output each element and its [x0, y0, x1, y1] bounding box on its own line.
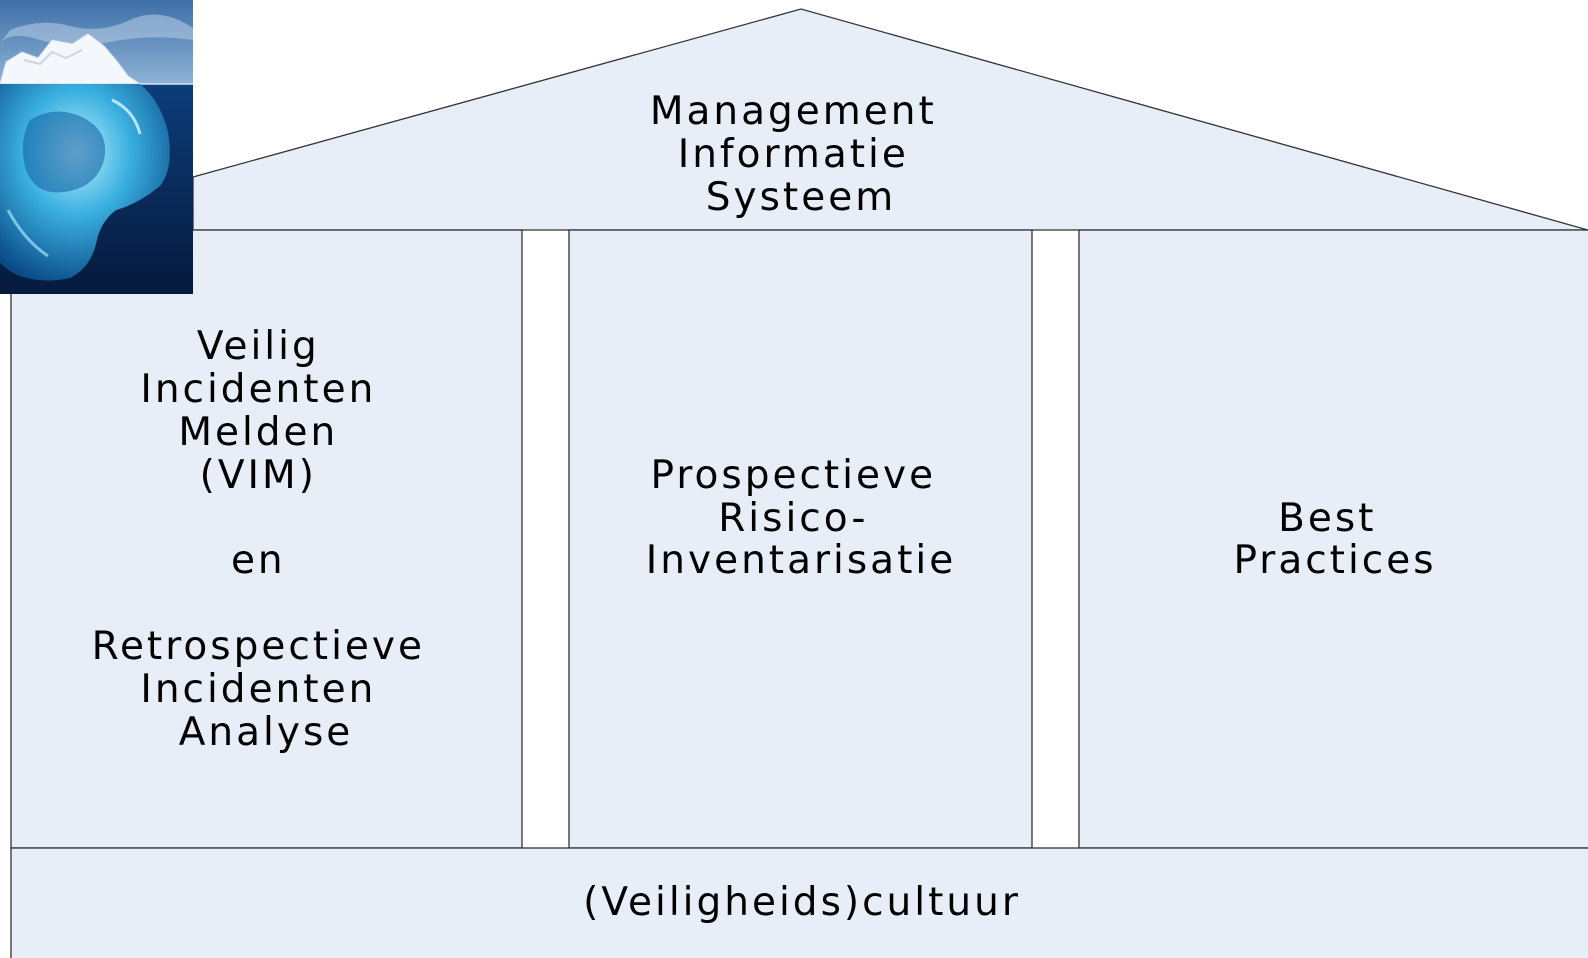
pillar-left-line: Incidenten: [140, 667, 376, 712]
pillar-left-line: Retrospectieve: [92, 624, 425, 669]
pillar-right-line: Best: [1278, 496, 1376, 541]
pillar-right-label: Best Practices: [1233, 496, 1436, 583]
pillar-left-line: Incidenten: [140, 367, 376, 412]
pillar-middle-line: Prospectieve: [651, 453, 937, 498]
pillar-right-shape: [1078, 229, 1588, 849]
pillar-left-line: (VIM): [200, 453, 317, 498]
roof-line: Informatie: [678, 132, 909, 177]
pillar-left-line: Analyse: [179, 710, 354, 755]
pillar-middle-line: Inventarisatie: [646, 538, 956, 583]
pillar-middle-shape: [568, 229, 1033, 849]
pillar-right-line: Practices: [1233, 538, 1436, 583]
pillar-left-line: en: [231, 538, 286, 583]
pillar-middle-label: Prospectieve Risico- Inventarisatie: [646, 453, 956, 583]
iceberg-photo-icon: [0, 0, 193, 294]
roof-line: Systeem: [706, 175, 896, 220]
pillar-left-line: Melden: [178, 410, 338, 455]
foundation-label: (Veiligheids)cultuur: [583, 880, 1021, 925]
roof-label: Management Informatie Systeem: [650, 89, 952, 220]
pillar-middle-line: Risico-: [718, 496, 868, 541]
foundation-shape: [10, 847, 1588, 958]
pillar-left-line: Veilig: [197, 324, 320, 369]
roof-line: Management: [650, 89, 937, 134]
pillar-left-shape: [10, 229, 523, 849]
pillar-left-label: Veilig Incidenten Melden (VIM) en Retros…: [92, 324, 441, 755]
